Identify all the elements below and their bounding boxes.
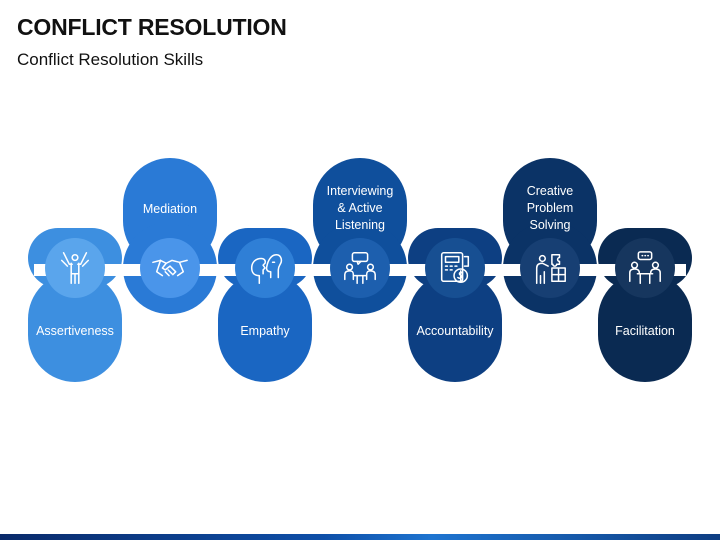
skill-label-facilitation: Facilitation xyxy=(615,324,675,338)
puzzle-person-icon xyxy=(535,253,566,284)
node-mediation xyxy=(140,238,200,298)
skill-label-empathy: Empathy xyxy=(240,324,290,338)
node-facilitation xyxy=(615,238,675,298)
skill-label-mediation: Mediation xyxy=(142,202,198,216)
node-interviewing xyxy=(330,238,390,298)
node-accountability xyxy=(425,238,485,298)
node-assertiveness xyxy=(45,238,105,298)
skill-label-assertiveness: Assertiveness xyxy=(36,324,114,338)
node-creative-problem-solving xyxy=(520,238,580,298)
page-subtitle: Conflict Resolution Skills xyxy=(17,50,204,69)
page-title: CONFLICT RESOLUTION xyxy=(17,14,287,40)
handshake-icon xyxy=(152,259,188,277)
two-faces-icon xyxy=(250,253,283,284)
ledger-coin-icon xyxy=(440,252,470,284)
footer-accent-bar xyxy=(0,534,720,540)
meeting-icon xyxy=(629,251,661,284)
skill-label-creative-problem-solving: Creative Problem Solving xyxy=(526,184,574,232)
person-arms-up-icon xyxy=(60,252,90,284)
skill-label-interviewing: Interviewing & Active Listening xyxy=(326,184,394,232)
interview-icon xyxy=(344,252,376,284)
skill-label-accountability: Accountability xyxy=(416,324,494,338)
node-empathy xyxy=(235,238,295,298)
